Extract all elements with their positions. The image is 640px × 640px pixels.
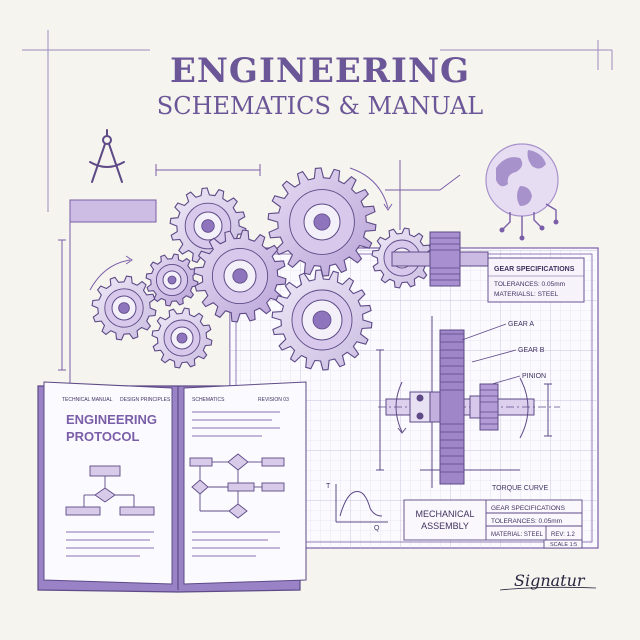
signature-underline <box>499 586 597 591</box>
callout-pinion: PINION <box>522 373 546 380</box>
title-block-name-1: MECHANICAL <box>415 509 474 519</box>
spec-box: GEAR SPECIFICATIONS TOLERANCES: 0.05mm M… <box>487 257 585 303</box>
gear-axle <box>167 275 177 285</box>
torque-axis-q: Q <box>374 525 380 532</box>
gear-icon <box>151 307 213 369</box>
title-block-name-2: ASSEMBLY <box>421 521 469 531</box>
torque-axis-t: T <box>326 483 331 490</box>
globe-circuit-icon <box>485 143 559 241</box>
compass-icon <box>89 129 125 183</box>
book-left-label-1: TECHNICAL MANUAL <box>62 397 113 403</box>
page-title: ENGINEERING <box>170 51 470 91</box>
gear-icon <box>193 229 287 323</box>
callouts <box>461 323 521 385</box>
shaft-assembly-drawing <box>376 316 560 488</box>
title-block-tolerance: TOLERANCES: 0.05mm <box>491 518 562 525</box>
pinion-shaft <box>391 231 489 287</box>
book-right-label-1: SCHEMATICS <box>192 397 225 403</box>
dimension-lines-left <box>58 160 461 390</box>
spec-box-tolerance: TOLERANCES: 0.05mm <box>494 281 565 288</box>
book-left-text-lines <box>66 531 154 557</box>
gear-axle <box>201 219 215 233</box>
gear-icon <box>145 253 199 307</box>
book-right-text-lines <box>192 411 280 557</box>
frame-lines <box>22 30 613 212</box>
book-protocol-line1: ENGINEERING <box>66 412 157 427</box>
gear-cluster <box>91 167 433 371</box>
spec-box-material: MATERIALSL: STEEL <box>494 291 559 298</box>
gear-icon <box>91 275 157 341</box>
book-right-flowchart <box>189 453 285 519</box>
gear-axle <box>176 332 188 344</box>
callout-gear-b: GEAR B <box>518 347 545 354</box>
gear-icon <box>271 269 373 371</box>
title-block <box>403 499 583 549</box>
signature: Signatur <box>514 571 586 590</box>
book-right-label-2: REVISION 03 <box>258 397 289 403</box>
gear-axle <box>118 302 130 314</box>
book-protocol-line2: PROTOCOL <box>66 429 139 444</box>
gear-icon <box>267 167 377 277</box>
gear-axle <box>312 310 332 330</box>
title-block-spec: GEAR SPECIFICATIONS <box>491 505 566 512</box>
gear-axle <box>232 268 248 284</box>
torque-curve-label: TORQUE CURVE <box>492 485 548 492</box>
spec-box-title: GEAR SPECIFICATIONS <box>494 266 575 273</box>
title-block-rev: REV: 1.2 <box>551 532 575 538</box>
book-left-flowchart <box>65 465 155 516</box>
title-block-scale: SCALE 1:5 <box>550 542 577 548</box>
book-left-label-2: DESIGN PRINCIPLES <box>120 397 171 403</box>
page-subtitle: SCHEMATICS & MANUAL <box>157 92 483 120</box>
title-block-material: MATERIAL: STEEL <box>491 532 544 538</box>
torque-graph <box>335 484 388 523</box>
gear-axle <box>313 213 331 231</box>
callout-gear-a: GEAR A <box>508 321 534 328</box>
